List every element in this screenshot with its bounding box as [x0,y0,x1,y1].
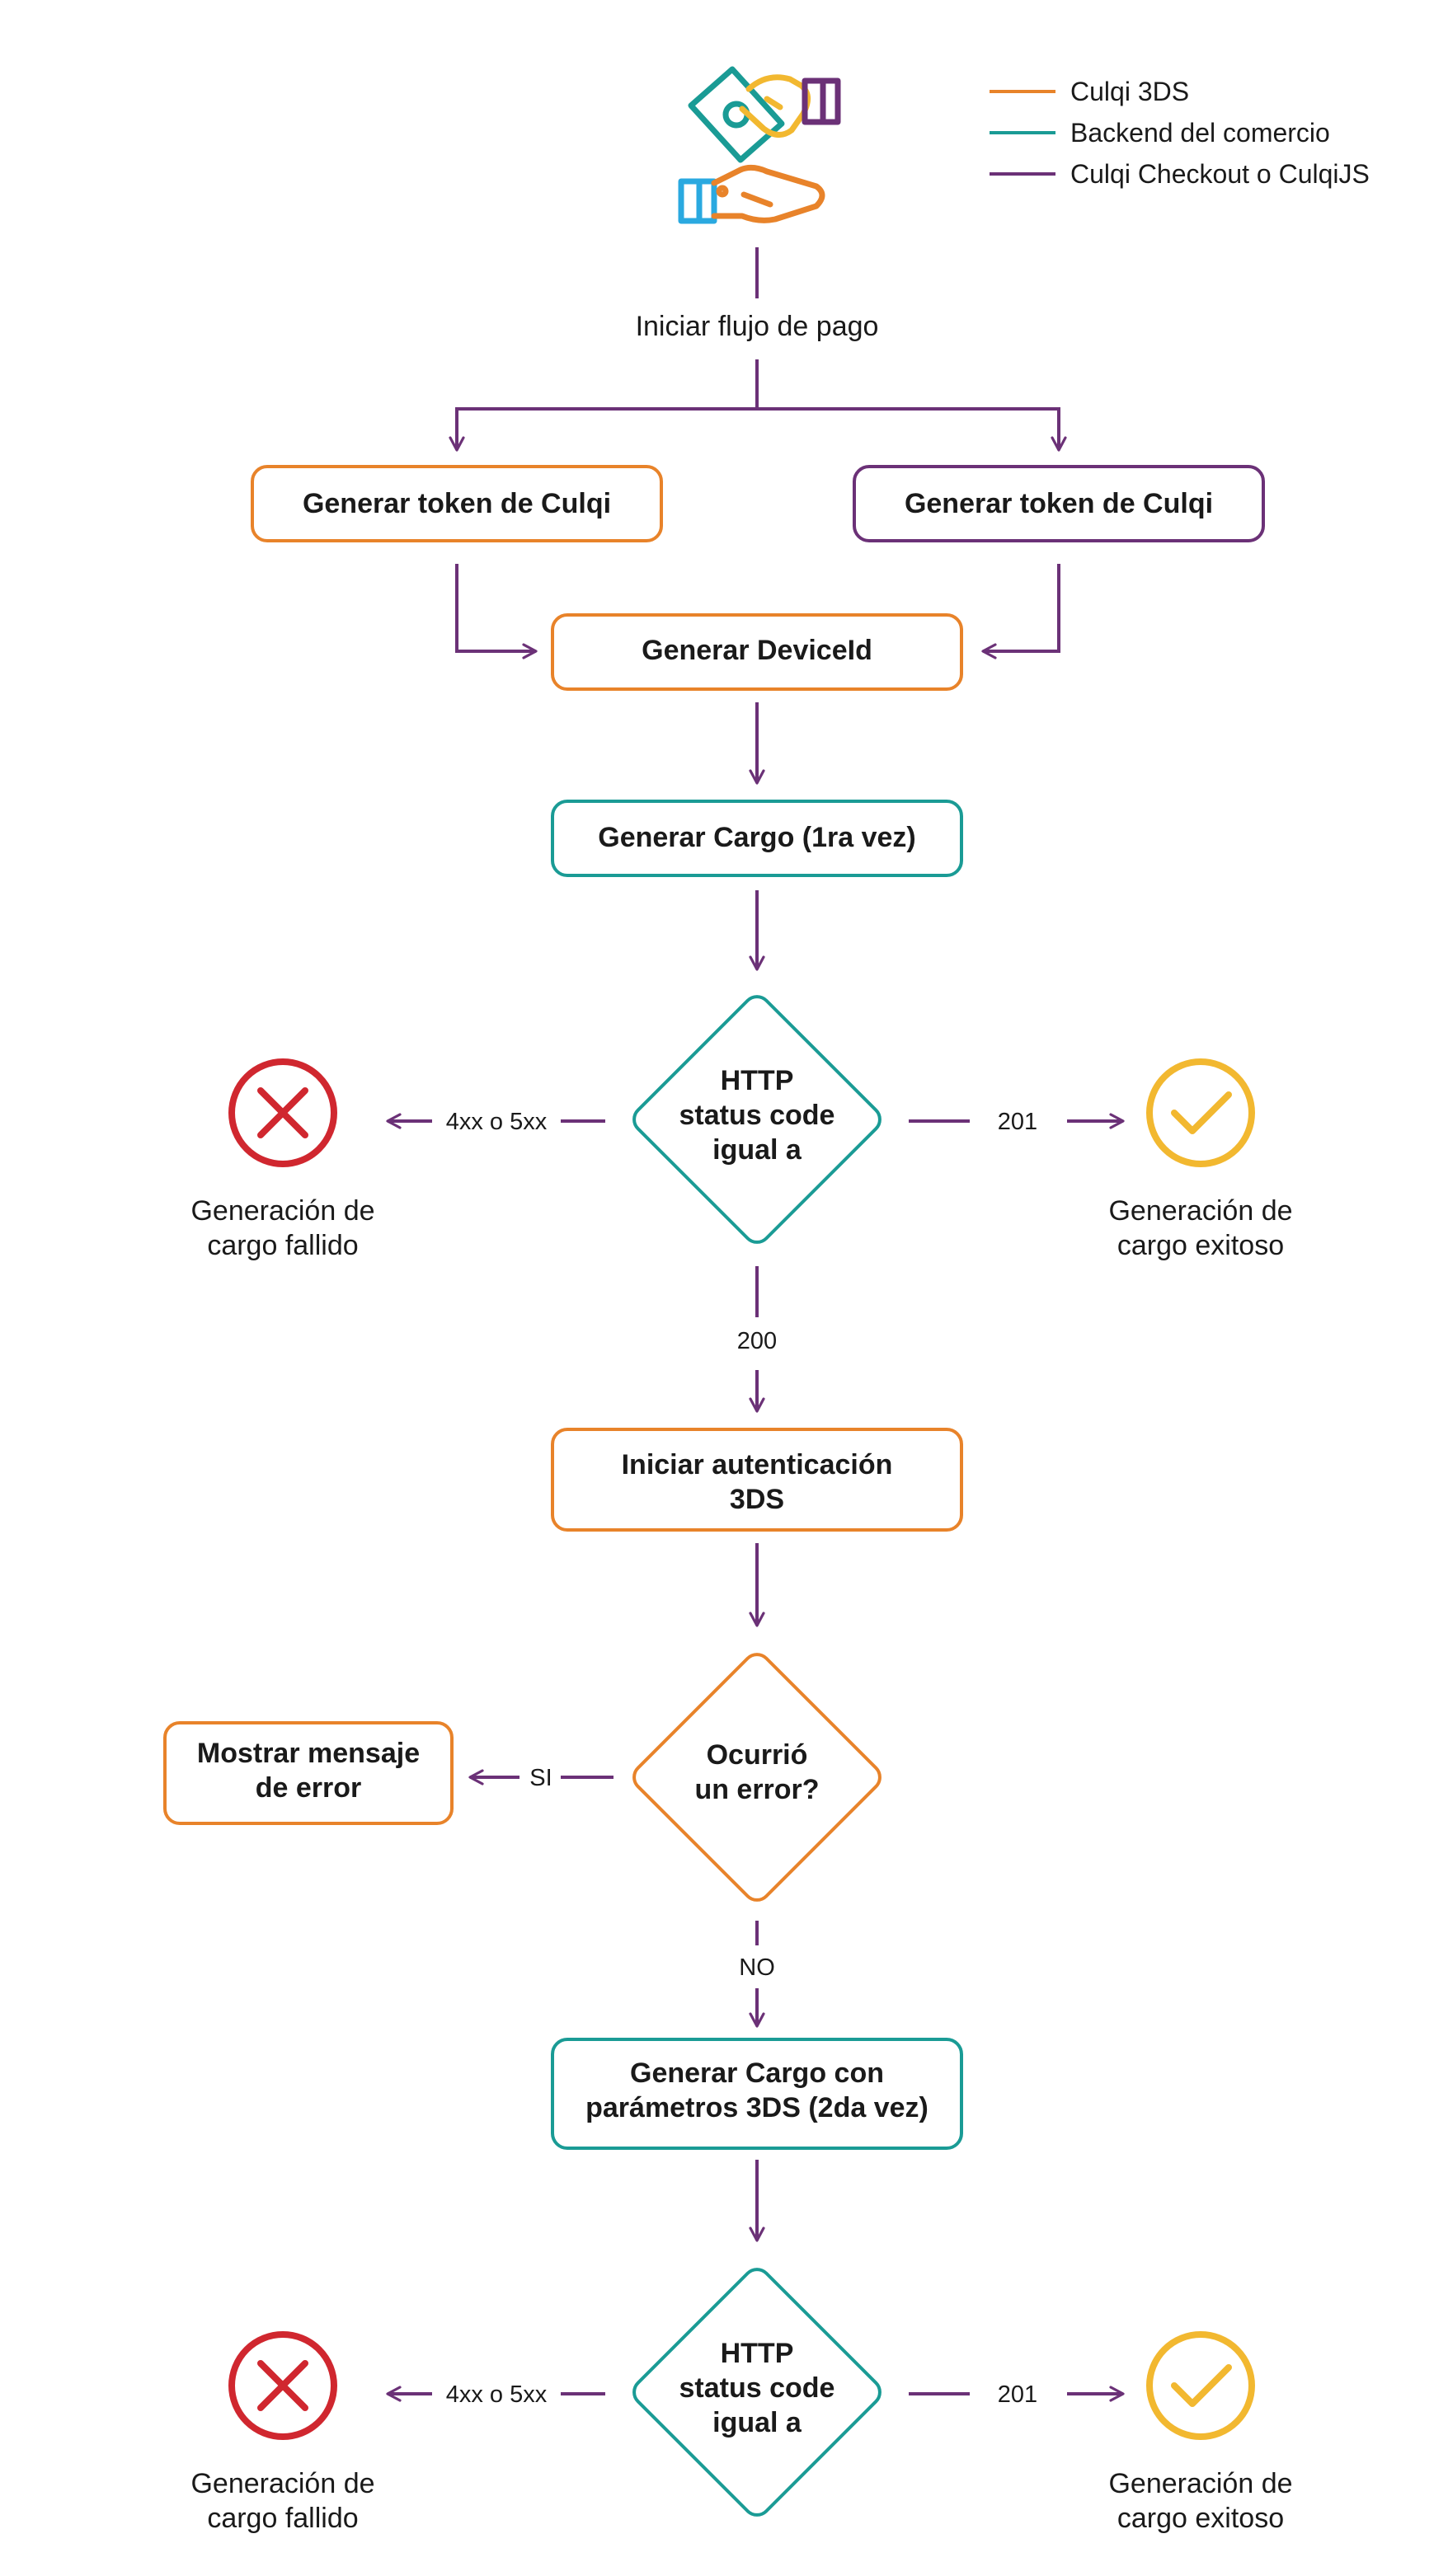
node-cargo-2: Generar Cargo con parámetros 3DS (2da ve… [551,2038,963,2150]
legend: Culqi 3DS Backend del comercio Culqi Che… [990,77,1370,189]
edge-label-ok: 201 [998,2381,1037,2408]
node-show-error: Mostrar mensaje de error [163,1721,454,1825]
node-label: Mostrar mensaje [197,1738,420,1769]
edge-label-yes: SI [529,1765,552,1791]
outcome-label: Generación de [1108,1195,1292,1227]
payment-hands-icon [678,66,841,224]
merge-connector [455,564,1060,659]
outcome-label: Generación de [190,2468,374,2499]
outcome-label: Generación de [190,1195,374,1227]
node-label: parámetros 3DS (2da vez) [585,2092,929,2123]
error-x-icon [228,2331,337,2440]
legend-label: Culqi Checkout o CulqiJS [1070,159,1370,189]
success-check-icon [1146,1058,1255,1167]
decision-http-status-1: HTTP status code igual a [632,995,881,1244]
node-device-id: Generar DeviceId [551,613,963,691]
edge-label-ok: 201 [998,1109,1037,1135]
legend-label: Backend del comercio [1070,118,1330,148]
decision-label-line: status code [679,1100,835,1131]
node-cargo-1: Generar Cargo (1ra vez) [551,800,963,877]
node-label: Generar token de Culqi [905,488,1213,519]
outcome-label: cargo exitoso [1117,2503,1284,2534]
node-label: Generar Cargo con [630,2058,884,2089]
outcome-label: cargo fallido [207,1230,358,1261]
decision-error: Ocurrió un error? [632,1653,881,1902]
outcome-label: cargo exitoso [1117,1230,1284,1261]
legend-item-culqi-3ds: Culqi 3DS [990,77,1189,106]
decision-label-line: Ocurrió [707,1739,808,1771]
decision-http-status-2: HTTP status code igual a [632,2268,881,2517]
edge-label-fail: 4xx o 5xx [446,1109,548,1135]
decision-label-line: HTTP [721,1065,794,1096]
node-auth-3ds: Iniciar autenticación 3DS [551,1428,963,1532]
edge-label-fail: 4xx o 5xx [446,2381,548,2408]
decision-label-line: igual a [712,1134,802,1166]
node-label: Generar token de Culqi [303,488,611,519]
decision-label-line: igual a [712,2407,802,2438]
error-x-icon [228,1058,337,1167]
legend-item-backend: Backend del comercio [990,118,1330,148]
outcome-label: cargo fallido [207,2503,358,2534]
split-connector [449,359,1067,452]
node-label: de error [256,1772,362,1804]
success-check-icon [1146,2331,1255,2440]
legend-item-checkout: Culqi Checkout o CulqiJS [990,159,1370,189]
decision-label-line: status code [679,2372,835,2404]
outcome-label: Generación de [1108,2468,1292,2499]
node-label: Generar Cargo (1ra vez) [598,822,916,853]
decision-label-line: HTTP [721,2338,794,2369]
edge-label-continue: 200 [737,1328,777,1354]
node-label: 3DS [730,1484,784,1515]
node-label: Generar DeviceId [642,635,872,666]
decision-label-line: un error? [694,1774,819,1805]
legend-label: Culqi 3DS [1070,77,1189,106]
node-token-right: Generar token de Culqi [853,465,1265,542]
start-label: Iniciar flujo de pago [636,311,879,342]
node-label: Iniciar autenticación [622,1449,893,1480]
edge-label-no: NO [739,1954,775,1981]
node-token-left: Generar token de Culqi [251,465,663,542]
